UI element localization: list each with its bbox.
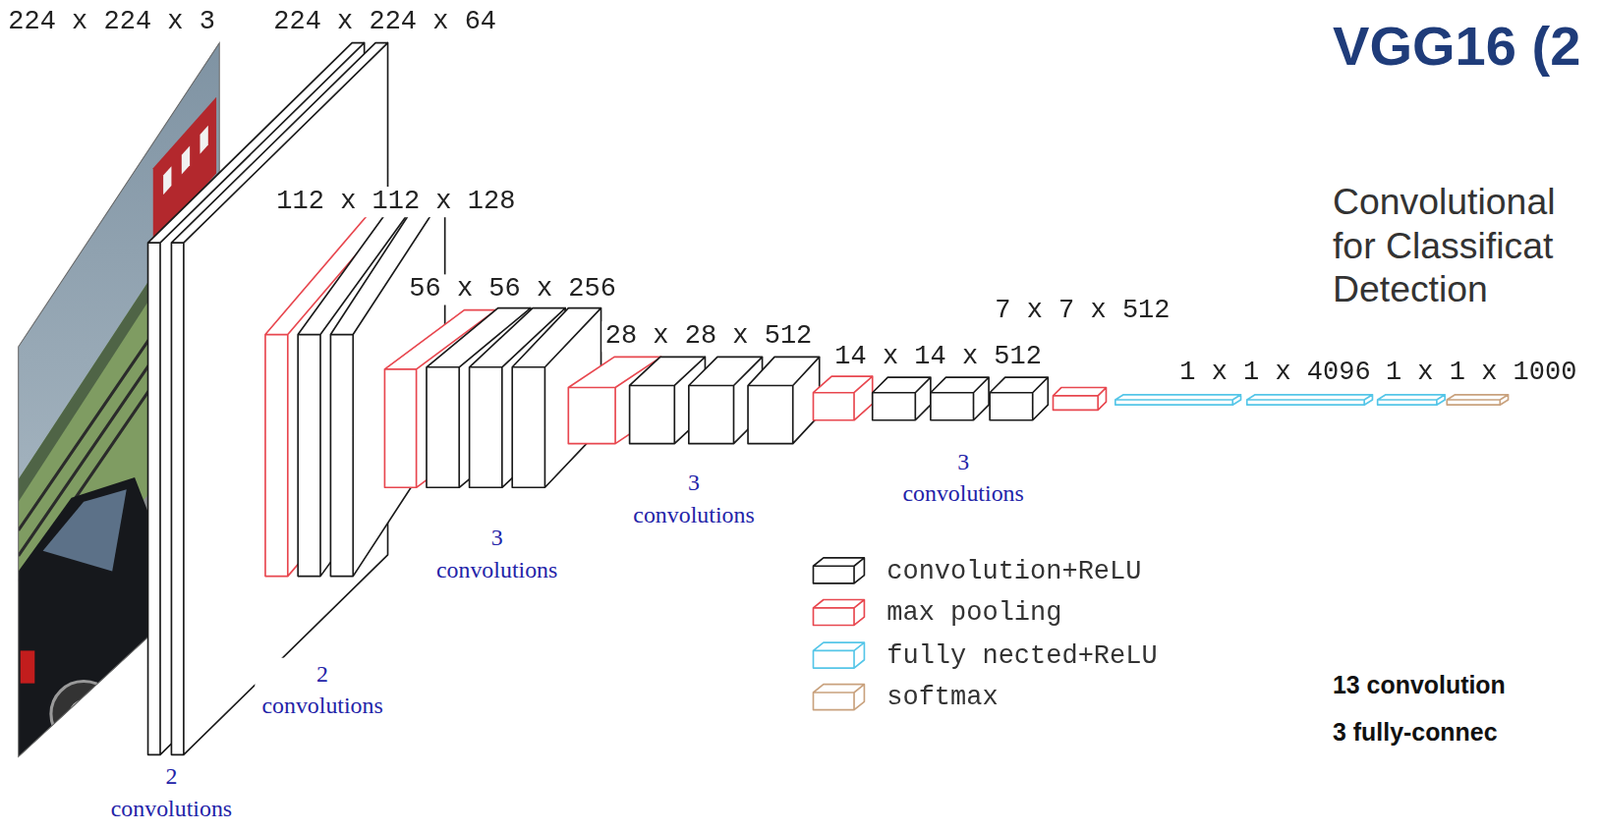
dimension-label: 1 x 1 x 4096 bbox=[1176, 357, 1374, 389]
fc-box bbox=[1247, 395, 1373, 405]
dimension-label: 14 x 14 x 512 bbox=[831, 342, 1045, 373]
subtitle-text: Convolutional for Classificat Detection bbox=[1329, 179, 1571, 313]
conv-box bbox=[747, 356, 820, 444]
diagram-title: VGG16 (2 bbox=[1329, 14, 1585, 78]
fc-box bbox=[1377, 395, 1446, 405]
legend-row: softmax bbox=[810, 683, 998, 714]
legend-swatch-shape bbox=[813, 642, 865, 669]
fc-box bbox=[1115, 395, 1242, 405]
summary-note: 13 convolution bbox=[1329, 671, 1509, 700]
legend-text: fully nected+ReLU bbox=[886, 640, 1157, 672]
conv-box bbox=[930, 377, 989, 421]
legend-swatch bbox=[810, 683, 868, 714]
conv-count-label: 3 convolutions bbox=[429, 522, 566, 586]
softmax-box bbox=[1446, 395, 1508, 405]
dimension-label: 56 x 56 x 256 bbox=[405, 274, 620, 305]
layer-boxes bbox=[148, 43, 1509, 756]
legend-swatch bbox=[810, 556, 868, 587]
legend-swatch bbox=[810, 640, 868, 672]
dimension-label: 224 x 224 x 64 bbox=[270, 6, 500, 38]
legend-row: convolution+ReLU bbox=[810, 556, 1142, 587]
legend-swatch-shape bbox=[813, 600, 865, 627]
legend-text: softmax bbox=[886, 683, 998, 714]
legend-row: fully nected+ReLU bbox=[810, 640, 1157, 672]
legend-text: convolution+ReLU bbox=[886, 556, 1142, 587]
legend-row: max pooling bbox=[810, 597, 1062, 629]
conv-count-label: 3 convolutions bbox=[626, 467, 762, 531]
dimension-label: 112 x 112 x 128 bbox=[273, 186, 518, 218]
dimension-label: 7 x 7 x 512 bbox=[991, 295, 1173, 327]
conv-box bbox=[872, 377, 931, 421]
pool-box bbox=[813, 376, 873, 421]
conv-box bbox=[989, 377, 1048, 421]
dimension-label: 224 x 224 x 3 bbox=[4, 6, 219, 38]
dimension-label: 1 x 1 x 1000 bbox=[1382, 357, 1581, 389]
conv-count-label: 3 convolutions bbox=[895, 446, 1031, 510]
legend-swatch bbox=[810, 597, 868, 629]
conv-count-label: 2 convolutions bbox=[254, 658, 391, 722]
dimension-label: 28 x 28 x 512 bbox=[602, 321, 816, 352]
pool-box bbox=[1052, 388, 1106, 411]
conv-count-label: 2 convolutions bbox=[104, 761, 240, 825]
legend-swatch-shape bbox=[813, 685, 865, 711]
legend-swatch-shape bbox=[813, 558, 865, 584]
summary-note: 3 fully-connec bbox=[1329, 718, 1501, 747]
legend-text: max pooling bbox=[886, 597, 1062, 629]
